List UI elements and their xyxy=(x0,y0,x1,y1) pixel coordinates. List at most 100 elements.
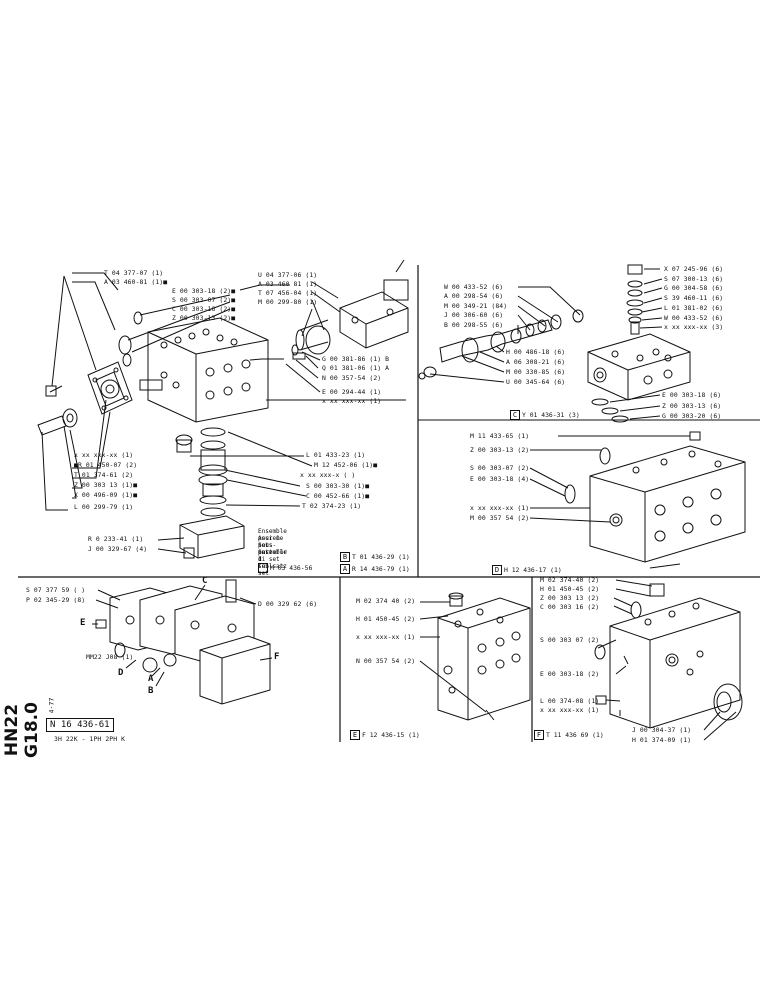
part-label: A 03 460-81 (1)■ xyxy=(104,278,168,286)
note-line: Satz für 1 Teilsatz xyxy=(258,549,287,570)
note-box xyxy=(258,563,268,573)
part-label: W 00 433-52 (6) xyxy=(444,283,504,291)
part-label: T 07 456-04 (1) xyxy=(258,289,318,297)
part-label: A 06 308-21 (6) xyxy=(506,358,566,366)
part-label: L 00 299-79 (1) xyxy=(74,503,134,511)
marker-e-letter: E xyxy=(350,730,360,740)
part-label: L 01 381-02 (6) xyxy=(664,304,724,312)
part-label: S 07 300-13 (6) xyxy=(664,275,724,283)
side-title: HN22 G18.0 xyxy=(2,702,42,758)
part-label: R 0 233-41 (1) xyxy=(88,535,144,543)
part-label: S 00 303-30 (1)■ xyxy=(306,482,370,490)
part-label: Q 01 381-06 (1) A xyxy=(322,364,390,372)
part-label: M 11 433-65 (1) xyxy=(470,432,530,440)
part-label: T 04 377-07 (1) xyxy=(104,269,164,277)
part-label: A 00 298-54 (6) xyxy=(444,292,504,300)
assembly-letter: C xyxy=(202,576,208,586)
part-label: Z 00 303-13 (2) xyxy=(470,446,530,454)
part-label: S 00 303 07 (2) xyxy=(540,636,600,644)
part-label: X 07 245-96 (6) xyxy=(664,265,724,273)
part-label: M 00 330-85 (6) xyxy=(506,368,566,376)
part-label: M 00 349-21 (84) xyxy=(444,302,508,310)
assembly-letter: E xyxy=(80,618,86,628)
part-label: x xx xxx-x ( ) xyxy=(300,471,356,479)
part-label: T 01 374-61 (2) xyxy=(74,471,134,479)
assembly-letter: B xyxy=(148,686,154,696)
assembly-letter: A xyxy=(148,674,154,684)
part-label: x xx xxx-xx (3) xyxy=(664,323,724,331)
part-label: Z 00 303 13 (1)■ xyxy=(74,481,138,489)
assembly-letter: D xyxy=(118,668,124,678)
marker-c-code: Y 01 436-31 (3) xyxy=(522,411,580,419)
marker-f-letter: F xyxy=(534,730,544,740)
side-small: 4-77 xyxy=(47,697,56,714)
marker-d-letter: D xyxy=(492,565,502,575)
marker-e-code: F 12 436-15 (1) xyxy=(362,731,420,739)
part-label: L 01 433-23 (1) xyxy=(306,451,366,459)
part-label: M 02 374-40 (2) xyxy=(540,576,600,584)
part-label: S 00 303-07 (2)■ xyxy=(172,296,236,304)
note-code: M 03 436-56 xyxy=(258,563,312,573)
part-label: J 00 306-60 (6) xyxy=(444,311,504,319)
part-label: X 00 496-09 (1)■ xyxy=(74,491,138,499)
part-label: x xx xxx-xx (1) xyxy=(74,451,134,459)
marker-c-letter: C xyxy=(510,410,520,420)
part-label: E 00 303-18 (6) xyxy=(662,391,722,399)
part-label: E 00 303-18 (2) xyxy=(540,670,600,678)
part-label: U 04 377-06 (1) xyxy=(258,271,318,279)
part-label: A 03 460 81 (1) xyxy=(258,280,318,288)
part-label: T 02 374-23 (1) xyxy=(302,502,362,510)
part-label: S 00 303-07 (2) xyxy=(470,464,530,472)
part-label: W 00 433-52 (6) xyxy=(664,314,724,322)
note-line: Sets per 1 sub-set xyxy=(258,542,273,577)
part-label: G 00 303-20 (6) xyxy=(662,412,722,420)
part-label: P 02 345-29 (8) xyxy=(26,596,86,604)
part-label: M 12 452-06 (1)■ xyxy=(314,461,378,469)
part-label: S 39 460-11 (6) xyxy=(664,294,724,302)
marker-f-code: T 11 436 69 (1) xyxy=(546,731,604,739)
part-label: J 00 329-67 (4) xyxy=(88,545,148,553)
part-label: C 00 452-66 (1)■ xyxy=(306,492,370,500)
part-label: G 00 381-86 (1) B xyxy=(322,355,390,363)
part-label: C 00 303 16 (2) xyxy=(540,603,600,611)
part-label: Z 00 303-13 (2)■ xyxy=(172,314,236,322)
part-label: Z 00 303-13 (6) xyxy=(662,402,722,410)
part-label: M 00 299-80 (1) xyxy=(258,298,318,306)
part-label: N 00 357-54 (2) xyxy=(322,374,382,382)
note-line: Assieme per parte di set xyxy=(258,535,284,563)
part-label: C 00 303-16 (2)■ xyxy=(172,305,236,313)
part-label: H 01 450-45 (2) xyxy=(356,615,416,623)
part-label: x xx xxx-xx (1) xyxy=(356,633,416,641)
part-label: E 00 303-18 (2)■ xyxy=(172,287,236,295)
part-label: B 00 298-55 (6) xyxy=(444,321,504,329)
marker-a-letter: A xyxy=(340,564,350,574)
part-label: MM22 J08 (1) xyxy=(86,653,134,661)
part-label: H 01 450-45 (2) xyxy=(540,585,600,593)
part-label: S 07 377 59 ( ) xyxy=(26,586,86,594)
part-label: ■R 01 450-07 (2) xyxy=(74,461,138,469)
marker-b-letter: B xyxy=(340,552,350,562)
part-label: N 00 357 54 (2) xyxy=(356,657,416,665)
marker-a-code: R 14 436-79 (1) xyxy=(352,565,410,573)
part-label: H 01 374-09 (1) xyxy=(632,736,692,744)
marker-d-code: H 12 436-17 (1) xyxy=(504,566,562,574)
part-label: M 02 374 40 (2) xyxy=(356,597,416,605)
part-label: x xx xxx-xx (1) xyxy=(540,706,600,714)
drawing-number: N 16 436-61 xyxy=(46,718,114,732)
drawing-subtitle: 3H 22K - 1PH 2PH K xyxy=(54,735,126,743)
part-label: L 00 374-08 (1) xyxy=(540,697,600,705)
note-line: Ensemble pour 1 sous-ensemble xyxy=(258,528,287,556)
part-label: D 00 329 62 (6) xyxy=(258,600,318,608)
assembly-letter: F xyxy=(274,652,280,662)
part-label: x xx xxx-xx (1) xyxy=(470,504,530,512)
part-label: U 00 345-64 (6) xyxy=(506,378,566,386)
marker-b-code: T 01 436-29 (1) xyxy=(352,553,410,561)
